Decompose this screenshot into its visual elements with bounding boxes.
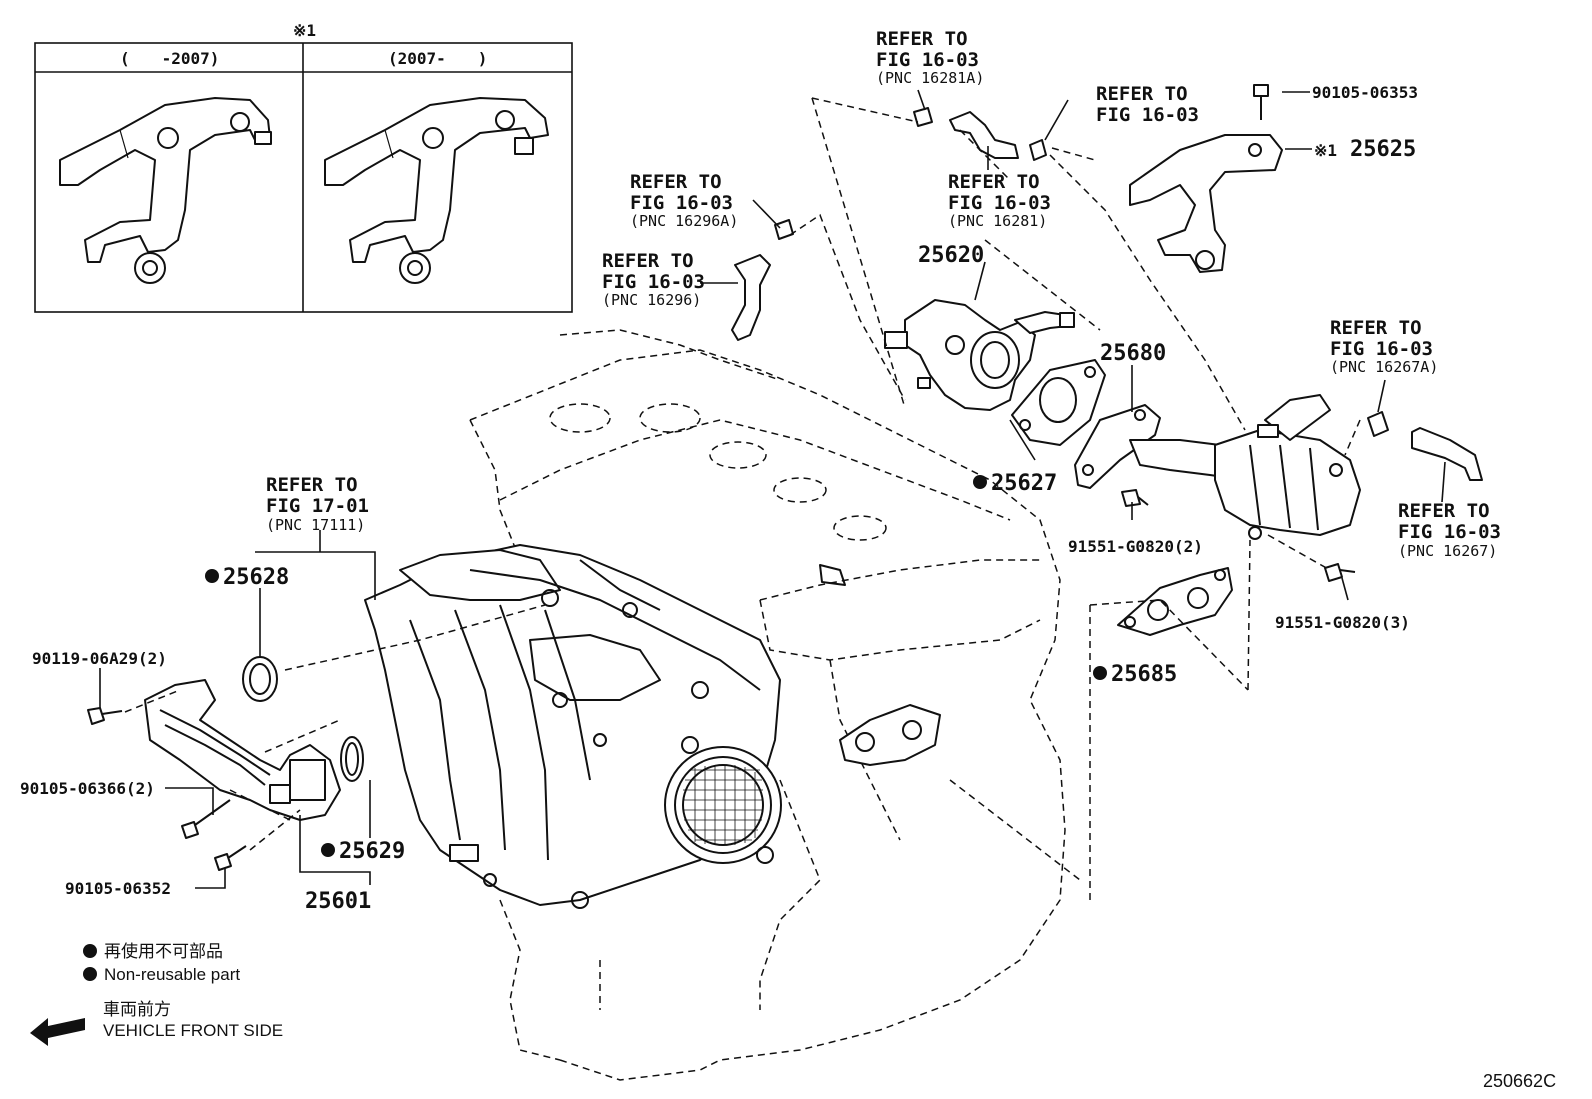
part-label-91551-g0820-2: 91551-G0820(2): [1068, 537, 1203, 556]
ref-16296a: REFER TO FIG 16-03 (PNC 16296A): [630, 171, 738, 230]
egr-cooler-illustration: [1214, 394, 1361, 540]
ref-16267a: REFER TO FIG 16-03 (PNC 16267A): [1330, 317, 1438, 376]
part-label-91551-g0820-3: 91551-G0820(3): [1275, 613, 1410, 632]
legend-front-en: VEHICLE FRONT SIDE: [103, 1021, 283, 1040]
part-label-25627: 25627: [991, 471, 1057, 496]
svg-text:REFER TO: REFER TO: [948, 171, 1040, 193]
nonreusable-dot-25627: [973, 475, 987, 489]
egr-valve-25620-illustration: [884, 299, 1075, 411]
ref-16281a: REFER TO FIG 16-03 (PNC 16281A): [876, 28, 984, 87]
svg-text:FIG 16-03: FIG 16-03: [876, 49, 979, 71]
nonreusable-dot-25629: [321, 843, 335, 857]
bracket-25625-illustration: [1129, 134, 1283, 273]
part-label-90105-06353: 90105-06353: [1312, 83, 1418, 102]
svg-text:REFER TO: REFER TO: [1096, 83, 1188, 105]
bracket-variant-inset: ※1 ( -2007) (2007- ): [34, 21, 573, 313]
svg-text:(PNC 16296): (PNC 16296): [602, 291, 701, 309]
legend-front-jp: 車両前方: [103, 1000, 171, 1019]
ref-16296: REFER TO FIG 16-03 (PNC 16296): [602, 250, 705, 309]
legend-nonreusable-jp: 再使用不可部品: [104, 941, 223, 961]
legend-nonreusable-en: Non-reusable part: [104, 965, 240, 984]
inset-header-right: (2007- ): [388, 49, 487, 68]
legend: 再使用不可部品 Non-reusable part 車両前方 VEHICLE F…: [30, 941, 283, 1046]
part-label-90105-06366: 90105-06366(2): [20, 779, 155, 798]
diagram-code: 250662C: [1483, 1071, 1556, 1091]
bracket-post-2007-illustration: [324, 97, 549, 284]
svg-text:FIG 16-03: FIG 16-03: [1398, 521, 1501, 543]
svg-text:(PNC 16296A): (PNC 16296A): [630, 212, 738, 230]
svg-text:REFER TO: REFER TO: [1330, 317, 1422, 339]
svg-text:(PNC 16281A): (PNC 16281A): [876, 69, 984, 87]
leader-lines: [99, 89, 1446, 900]
part-label-25685: 25685: [1111, 662, 1177, 687]
svg-text:FIG 16-03: FIG 16-03: [948, 192, 1051, 214]
intake-manifold-illustration: [364, 544, 782, 909]
engine-block-outline: [469, 329, 1066, 1081]
svg-text:FIG 16-03: FIG 16-03: [630, 192, 733, 214]
legend-nonreusable-dot: [83, 944, 97, 958]
svg-text:(PNC 16267A): (PNC 16267A): [1330, 358, 1438, 376]
svg-text:FIG 16-03: FIG 16-03: [1096, 104, 1199, 126]
part-label-90119-06a29: 90119-06A29(2): [32, 649, 167, 668]
svg-text:FIG 17-01: FIG 17-01: [266, 495, 369, 517]
svg-text:FIG 16-03: FIG 16-03: [1330, 338, 1433, 360]
svg-text:REFER TO: REFER TO: [630, 171, 722, 193]
part-label-25629: 25629: [339, 839, 405, 864]
svg-text:(PNC 16281): (PNC 16281): [948, 212, 1047, 230]
part-label-90105-06352: 90105-06352: [65, 879, 171, 898]
vehicle-front-arrow-icon: [30, 1018, 85, 1046]
svg-text:(PNC 17111): (PNC 17111): [266, 516, 365, 534]
part-marker-25625: ※1: [1314, 141, 1337, 160]
nonreusable-dot-25628: [205, 569, 219, 583]
part-label-25680: 25680: [1100, 341, 1166, 366]
part-label-25628: 25628: [223, 565, 289, 590]
nonreusable-dot-25685: [1093, 666, 1107, 680]
ref-16281: REFER TO FIG 16-03 (PNC 16281): [948, 171, 1051, 230]
svg-text:REFER TO: REFER TO: [876, 28, 968, 50]
bracket-pre-2007-illustration: [59, 97, 272, 284]
vacuum-switching-valve-assembly: [144, 679, 341, 821]
ref-17111: REFER TO FIG 17-01 (PNC 17111): [266, 474, 369, 534]
gasket-25685-illustration: [1117, 567, 1233, 636]
part-label-25620: 25620: [918, 243, 984, 268]
hoses-and-clamps: [731, 107, 1483, 481]
throttle-mesh: [683, 765, 763, 845]
svg-text:REFER TO: REFER TO: [602, 250, 694, 272]
gasket-25627-illustration: [1011, 359, 1106, 446]
svg-text:REFER TO: REFER TO: [266, 474, 358, 496]
svg-text:REFER TO: REFER TO: [1398, 500, 1490, 522]
svg-text:FIG 16-03: FIG 16-03: [602, 271, 705, 293]
gasket-25629-illustration: [340, 736, 364, 782]
part-label-25601: 25601: [305, 889, 371, 914]
ref-fig-16-03: REFER TO FIG 16-03: [1096, 83, 1199, 126]
inset-header-left: ( -2007): [120, 49, 219, 68]
ref-16267: REFER TO FIG 16-03 (PNC 16267): [1398, 500, 1501, 560]
svg-text:(PNC 16267): (PNC 16267): [1398, 542, 1497, 560]
inset-marker: ※1: [293, 21, 316, 40]
part-label-25625: 25625: [1350, 137, 1416, 162]
